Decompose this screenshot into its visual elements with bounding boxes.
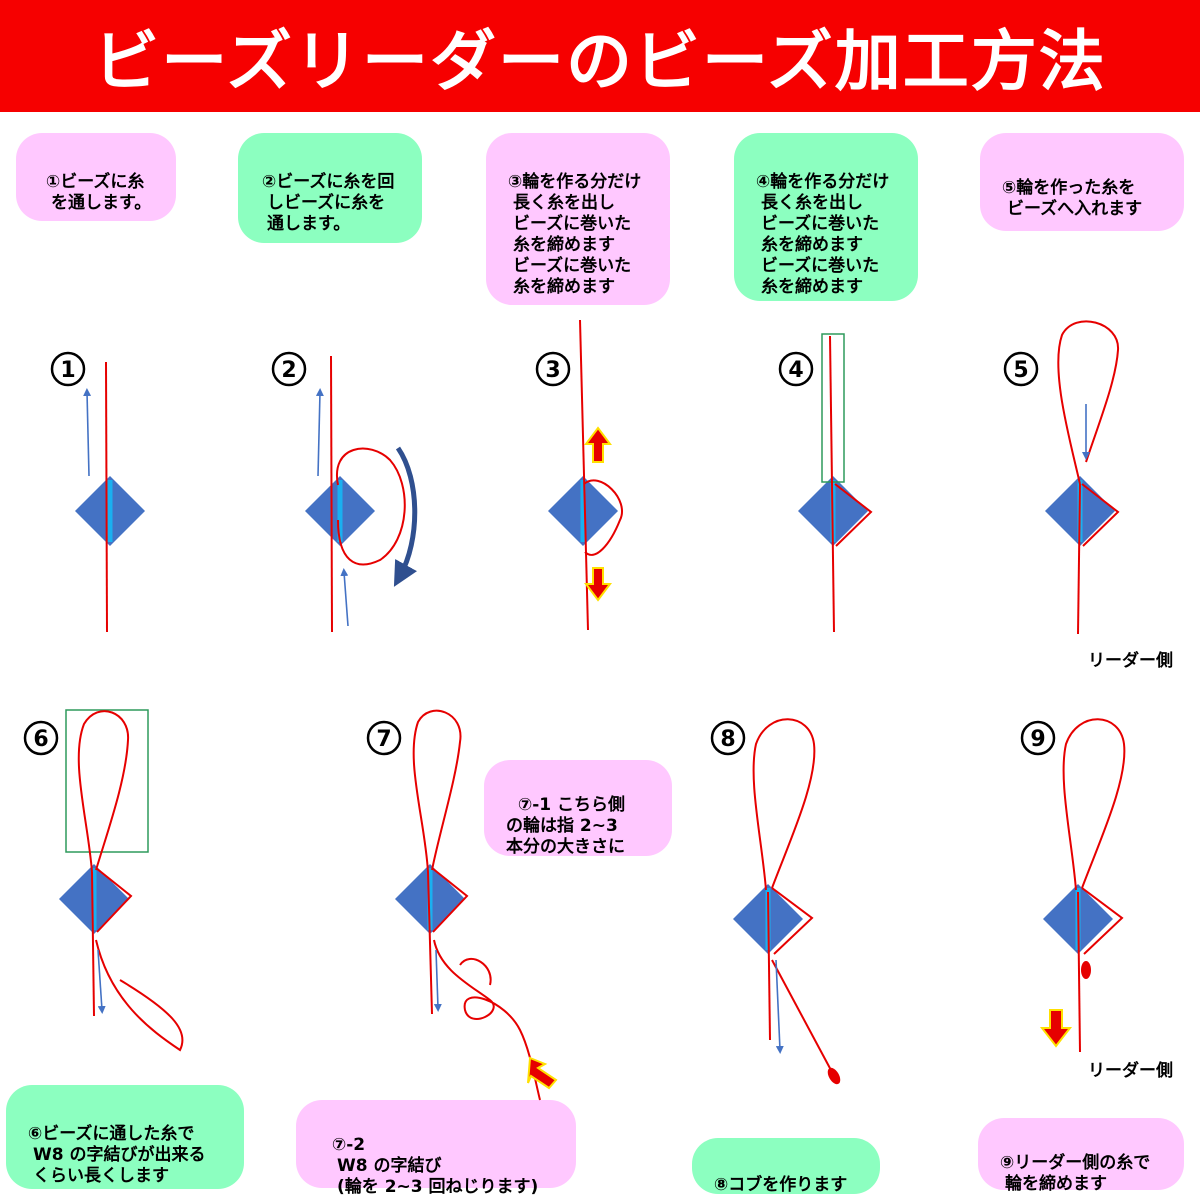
pull-arrow [527,1056,558,1090]
pull-up-arrow [584,426,612,463]
step-number-8-text: 8 [720,727,735,752]
direction-arrow [775,959,784,1054]
thread-line [105,361,108,633]
note-step-7-2: ⑦-2 W8 の字結び (輪を 2~3 回ねじります) [296,1100,576,1197]
note-step-5-text: ⑤輪を作った糸を ビーズへ入れます [1001,178,1143,219]
thread-line [1077,891,1081,1053]
note-step-8: ⑧コブを作ります [692,1138,880,1195]
step-number-8: 8 [710,720,746,756]
direction-arrow [97,949,106,1014]
note-step-6-text: ⑥ビーズに通した糸で W8 の字結びが出来る くらい長くします [27,1124,206,1186]
thread-line [829,335,835,633]
step-number-4-text: 4 [788,358,803,383]
thread-wrap [1081,483,1120,547]
thread-wrap [95,867,133,933]
step-8-figure [733,718,841,1085]
step-number-7: 7 [366,720,402,756]
thread-wrap [834,483,873,547]
step-number-9-text: 9 [1030,727,1045,752]
thread-loop [583,479,623,556]
step-number-4: 4 [778,351,814,387]
thread-loop [1057,320,1120,485]
step-6-figure [59,709,184,1052]
note-step-2-text: ②ビーズに糸を回 しビーズに糸を 通します。 [261,172,395,234]
note-step-3: ③輪を作る分だけ 長く糸を出し ビーズに巻いた 糸を締めます ビーズに巻いた 糸… [486,133,670,305]
thread-line [1077,483,1081,635]
step-number-5-text: 5 [1013,358,1028,383]
page-title: ビーズリーダーのビーズ加工方法 [93,23,1107,100]
note-step-9-text: ⑨リーダー側の糸で 輪を締めます [999,1153,1151,1194]
step-number-5: 5 [1003,351,1039,387]
thread-wrap [771,887,814,955]
note-step-7-2-text: ⑦-2 W8 の字結び (輪を 2~3 回ねじります) [331,1135,539,1197]
thread-wrap [431,867,469,933]
note-step-1-text: ①ビーズに糸 を通します。 [45,172,152,213]
knot-bump [827,1067,841,1085]
knot-bump [1081,961,1091,979]
direction-arrow [340,568,349,627]
note-step-4-text: ④輪を作る分だけ 長く糸を出し ビーズに巻いた 糸を締めます ビーズに巻いた 糸… [755,172,890,297]
figure-eight-loop [433,939,541,1101]
step-number-1: 1 [50,351,86,387]
direction-arrow [433,949,442,1012]
leader-side-label-top: リーダー側 [1088,651,1173,671]
thread-line [427,871,433,1015]
rotation-arrow [393,446,418,587]
step-4-figure [798,333,873,633]
title-banner: ビーズリーダーのビーズ加工方法 [0,0,1200,112]
direction-arrow [83,388,92,477]
pull-down-arrow [1039,1009,1073,1048]
note-step-3-text: ③輪を作る分だけ 長く糸を出し ビーズに巻いた 糸を締めます ビーズに巻いた 糸… [507,172,642,297]
thread-loop [412,709,462,873]
step-9-figure [1039,718,1126,1053]
note-step-7-1-text: ⑦-1 こちら側 の輪は指 2~3 本分の大きさに [506,795,626,857]
step-number-6: 6 [23,720,59,756]
step-number-7-text: 7 [376,727,391,752]
step-3-figure [548,319,623,631]
thread-line [91,871,95,1017]
thread-loop [335,447,406,566]
step-7-figure [395,709,558,1101]
highlight-frame [821,333,845,483]
step-number-1-text: 1 [60,358,75,383]
thread-wrap [1081,887,1124,955]
note-step-4: ④輪を作る分だけ 長く糸を出し ビーズに巻いた 糸を締めます ビーズに巻いた 糸… [734,133,918,301]
step-number-3-text: 3 [545,358,560,383]
step-1-figure [75,361,145,633]
direction-arrow-up [315,388,324,477]
step-number-6-text: 6 [33,727,48,752]
note-step-1: ①ビーズに糸 を通します。 [16,133,176,221]
tag-end [95,939,184,1052]
note-step-9: ⑨リーダー側の糸で 輪を締めます [978,1118,1184,1194]
thread-loop [77,710,130,873]
thread-line [579,319,589,631]
pull-down-arrow [584,567,612,602]
step-number-2-text: 2 [281,358,296,383]
step-5-figure [1045,320,1120,635]
thread-loop [1062,718,1126,891]
step-2-figure [305,355,418,633]
thread-loop [752,718,816,891]
step-number-3: 3 [535,351,571,387]
note-step-2: ②ビーズに糸を回 しビーズに糸を 通します。 [238,133,422,243]
step-number-2: 2 [271,351,307,387]
note-step-8-text: ⑧コブを作ります [713,1175,848,1195]
highlight-frame [65,709,149,853]
step-number-9: 9 [1020,720,1056,756]
note-step-6: ⑥ビーズに通した糸で W8 の字結びが出来る くらい長くします [6,1085,244,1189]
note-step-5: ⑤輪を作った糸を ビーズへ入れます [980,133,1184,231]
thread-line [767,891,771,1041]
thread-line [330,355,333,633]
tag-end-line [771,959,833,1073]
note-step-7-1: ⑦-1 こちら側 の輪は指 2~3 本分の大きさに [484,760,672,857]
leader-side-label-bottom: リーダー側 [1088,1061,1173,1081]
